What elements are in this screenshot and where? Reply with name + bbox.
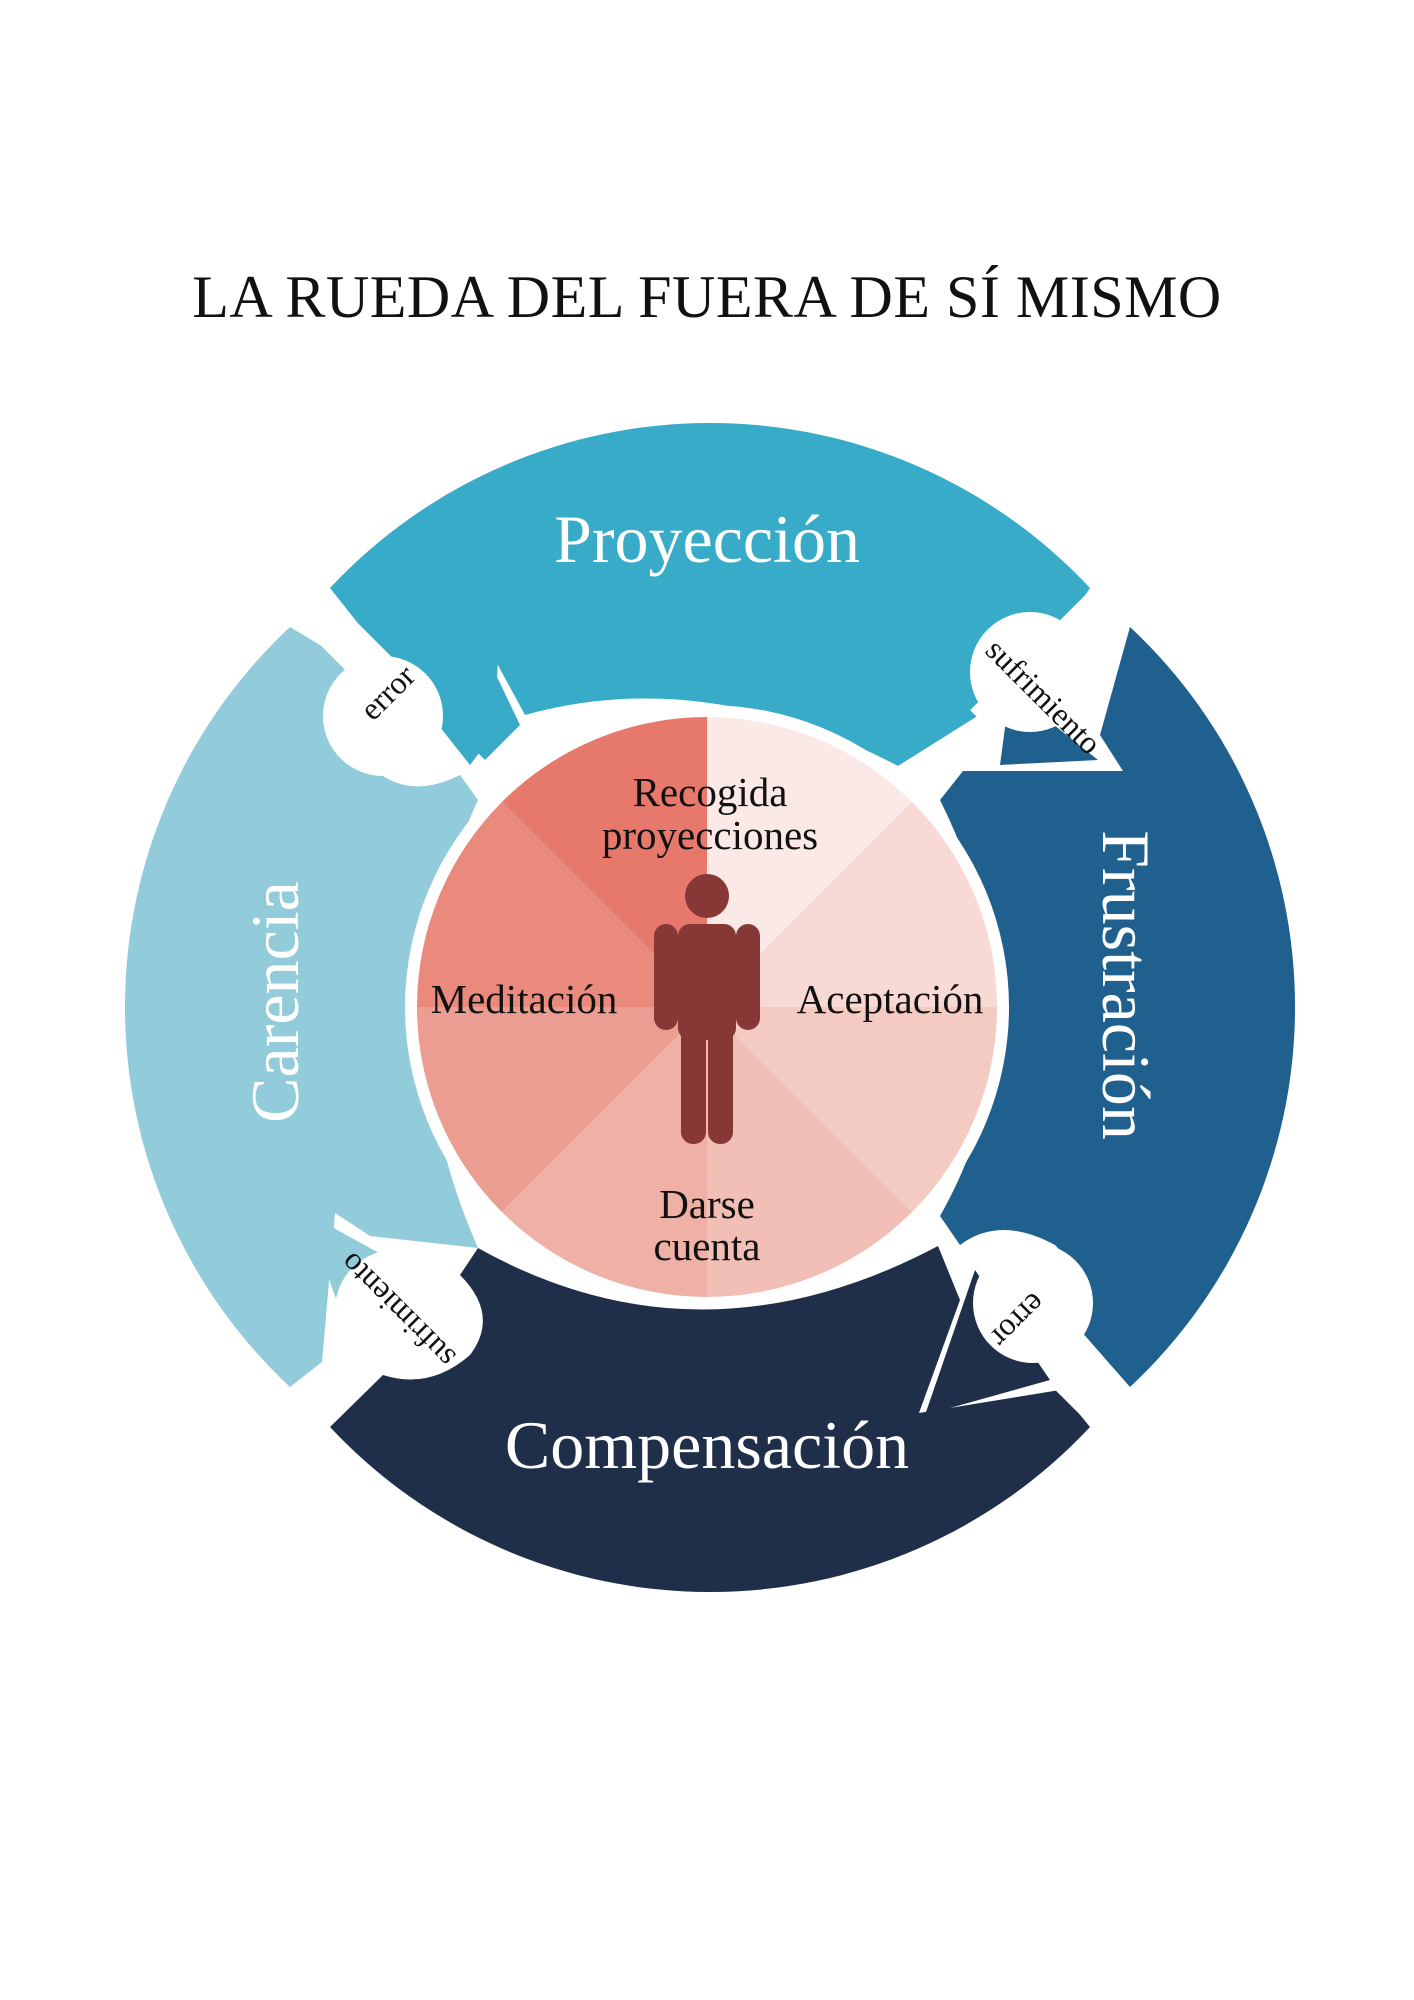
- segment-label-carencia: Carencia: [237, 881, 313, 1123]
- inner-wedge: [417, 801, 707, 1007]
- inner-label-proyecciones: proyecciones: [602, 812, 818, 858]
- segment-proyeccion: [330, 422, 1090, 766]
- page-title: LA RUEDA DEL FUERA DE SÍ MISMO: [192, 264, 1222, 330]
- inner-label-cuenta: cuenta: [654, 1223, 761, 1269]
- inner-wedge: [707, 1007, 913, 1297]
- segment-carencia: [124, 627, 478, 1387]
- inner-wedge: [501, 1007, 707, 1297]
- connector-bubble-bottom-left: [335, 1250, 455, 1370]
- inner-label-meditacion: Meditación: [431, 976, 618, 1022]
- inner-label-darse: Darse: [659, 1181, 755, 1227]
- inner-wedge: [707, 1007, 997, 1213]
- segment-label-proyeccion: Proyección: [554, 501, 860, 577]
- connector-bubble-top-left: [323, 656, 443, 776]
- segment-label-frustracion: Frustración: [1088, 830, 1164, 1140]
- segment-label-compensacion: Compensación: [505, 1407, 909, 1483]
- inner-wedges: [417, 717, 997, 1297]
- inner-wedge: [417, 1007, 707, 1213]
- segment-frustracion: [940, 627, 1296, 1387]
- arrow-head-bottom-right: [925, 1270, 1050, 1415]
- person-icon: [654, 874, 760, 1144]
- connector-bubble-top-right: [970, 612, 1090, 732]
- inner-label-recogida: Recogida: [633, 769, 788, 815]
- segment-compensacion: [330, 1246, 1090, 1593]
- arrow-head-bottom-left: [305, 1212, 395, 1310]
- connector-bubble-bottom-right: [973, 1243, 1093, 1363]
- inner-wedge: [707, 801, 997, 1007]
- inner-label-aceptacion: Aceptación: [797, 976, 984, 1022]
- arrow-head-top-left: [430, 610, 520, 760]
